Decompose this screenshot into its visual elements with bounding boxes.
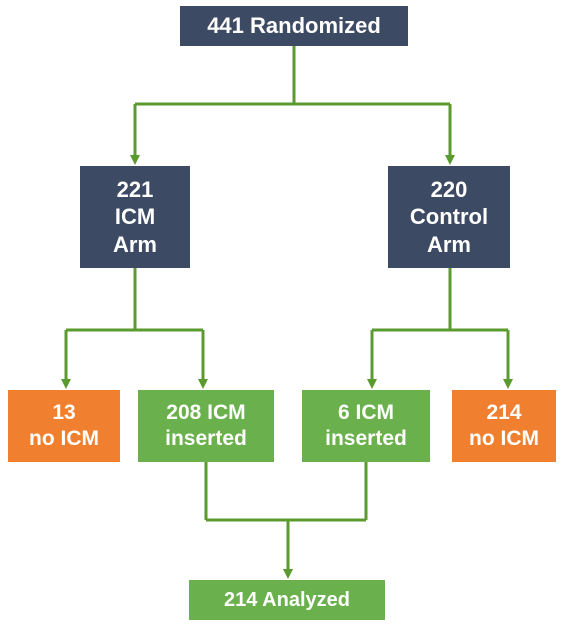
randomized-box: 441 Randomized (180, 6, 408, 46)
control-arm-no-icm-label: 214 no ICM (469, 400, 539, 450)
control-arm-inserted-box: 6 ICM inserted (302, 390, 430, 462)
control-arm-inserted-label: 6 ICM inserted (325, 400, 407, 450)
icm-arm-no-icm-label: 13 no ICM (29, 400, 99, 450)
icm-arm-inserted-label: 208 ICM inserted (165, 400, 247, 450)
icm-arm-label: 221 ICM Arm (112, 176, 157, 257)
control-arm-box: 220 Control Arm (388, 166, 510, 268)
icm-arm-no-icm-box: 13 no ICM (8, 390, 120, 462)
analyzed-label: 214 Analyzed (224, 588, 350, 611)
control-arm-label: 220 Control Arm (409, 176, 489, 257)
randomized-label: 441 Randomized (207, 13, 381, 39)
control-arm-no-icm-box: 214 no ICM (452, 390, 556, 462)
icm-arm-inserted-box: 208 ICM inserted (138, 390, 274, 462)
icm-arm-box: 221 ICM Arm (80, 166, 190, 268)
analyzed-box: 214 Analyzed (189, 580, 385, 620)
